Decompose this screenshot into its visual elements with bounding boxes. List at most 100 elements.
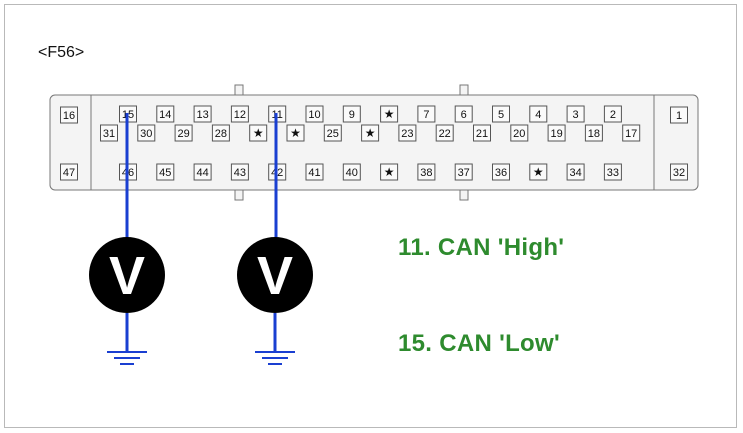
connector-pin: 13	[193, 105, 212, 123]
star-pin-icon: ★	[286, 124, 305, 142]
connector-pin: 9	[342, 105, 361, 123]
connector-pin: 38	[417, 163, 436, 181]
pin-number: 43	[234, 167, 246, 179]
connector-pin: 16	[60, 106, 78, 124]
pin-number: ★	[365, 126, 376, 140]
connector-tab-bottom-right	[459, 189, 469, 201]
pin-number: 14	[159, 109, 171, 121]
ground-icon	[107, 313, 147, 365]
pin-number: 38	[420, 167, 432, 179]
pin-number: 30	[140, 128, 152, 140]
pin-number: 6	[461, 109, 467, 121]
pin-number: 1	[676, 110, 682, 122]
pin-number: 21	[476, 128, 488, 140]
connector-pin: 41	[305, 163, 324, 181]
pin-grid: 16471321514131211109★76543231302928★★25★…	[60, 105, 688, 181]
connector-pin: 3	[566, 105, 585, 123]
voltmeter-symbol: V	[109, 246, 145, 306]
connector-pin: 22	[435, 124, 454, 142]
connector-tab-top-right	[459, 84, 469, 96]
pin-number: 12	[234, 109, 246, 121]
star-pin-icon: ★	[361, 124, 380, 142]
pin-number: ★	[384, 107, 395, 121]
connector-pin: 4	[529, 105, 548, 123]
connector-pin: 33	[603, 163, 622, 181]
pin-number: 23	[401, 128, 413, 140]
connector-pin: 17	[622, 124, 641, 142]
connector-pin: 23	[398, 124, 417, 142]
pin-number: ★	[533, 165, 544, 179]
connector-pin: 19	[547, 124, 566, 142]
connector-pin: 43	[230, 163, 249, 181]
pin-number: 36	[495, 167, 507, 179]
pin-number: 31	[103, 128, 115, 140]
connector-pin: 2	[603, 105, 622, 123]
pin-number: 33	[607, 167, 619, 179]
connector-tab-top-left	[234, 84, 244, 96]
connector-pin: 6	[454, 105, 473, 123]
pin-number: 44	[196, 167, 208, 179]
connector-pin: 40	[342, 163, 361, 181]
voltmeter-icon: V	[237, 237, 313, 313]
pin-number: 34	[569, 167, 581, 179]
connector-pin: 37	[454, 163, 473, 181]
pin-number: 29	[177, 128, 189, 140]
star-pin-icon: ★	[249, 124, 268, 142]
pin-number: 10	[308, 109, 320, 121]
diagram-frame	[4, 4, 737, 428]
pin-number: 7	[423, 109, 429, 121]
pin-number: 41	[308, 167, 320, 179]
pin-number: 45	[159, 167, 171, 179]
star-pin-icon: ★	[380, 105, 399, 123]
connector-label: <F56>	[38, 44, 85, 61]
pin-number: 13	[196, 109, 208, 121]
pin-number: 4	[535, 109, 541, 121]
pin-number: 20	[513, 128, 525, 140]
connector-body	[49, 94, 699, 191]
connector-pin: 1	[670, 106, 688, 124]
pin-number: 32	[673, 167, 685, 179]
connector-pin: 21	[473, 124, 491, 142]
pin-number: 9	[349, 109, 355, 121]
pin-number: 40	[346, 167, 358, 179]
connector-pin: 14	[156, 105, 175, 123]
pin-number: 22	[439, 128, 451, 140]
connector-pin: 31	[100, 124, 118, 142]
connector-pin: 12	[230, 105, 249, 123]
pin-number: 25	[327, 128, 339, 140]
connector-pin: 29	[174, 124, 193, 142]
voltmeter-symbol: V	[257, 246, 293, 306]
connector-pin: 18	[584, 124, 603, 142]
legend-can-high: 11. CAN 'High'	[398, 234, 565, 261]
connector-pin: 34	[566, 163, 585, 181]
connector-pin: 47	[60, 163, 78, 181]
star-pin-icon: ★	[380, 163, 399, 181]
pin-number: 47	[63, 167, 75, 179]
connector-pin: 20	[510, 124, 529, 142]
pin-number: 3	[573, 109, 579, 121]
ground-icon	[255, 313, 295, 365]
pin-number: ★	[253, 126, 264, 140]
star-pin-icon: ★	[529, 163, 548, 181]
connector-pin: 25	[323, 124, 342, 142]
connector-pin: 36	[492, 163, 510, 181]
pin-number: 19	[550, 128, 562, 140]
pin-number: 28	[215, 128, 227, 140]
pin-number: 17	[625, 128, 637, 140]
pin-number: 5	[498, 109, 504, 121]
pin-number: 18	[588, 128, 600, 140]
pin-number: 2	[610, 109, 616, 121]
pin-number: ★	[290, 126, 301, 140]
voltmeter-icon: V	[89, 237, 165, 313]
connector-pin: 7	[417, 105, 436, 123]
pin-number: ★	[384, 165, 395, 179]
connector-pin: 28	[211, 124, 230, 142]
connector-pin: 5	[492, 105, 510, 123]
connector-tab-bottom-left	[234, 189, 244, 201]
legend-can-low: 15. CAN 'Low'	[398, 330, 560, 357]
connector-pin: 44	[193, 163, 212, 181]
connector-pin: 30	[137, 124, 156, 142]
connector-pin: 10	[305, 105, 324, 123]
pin-number: 37	[458, 167, 470, 179]
